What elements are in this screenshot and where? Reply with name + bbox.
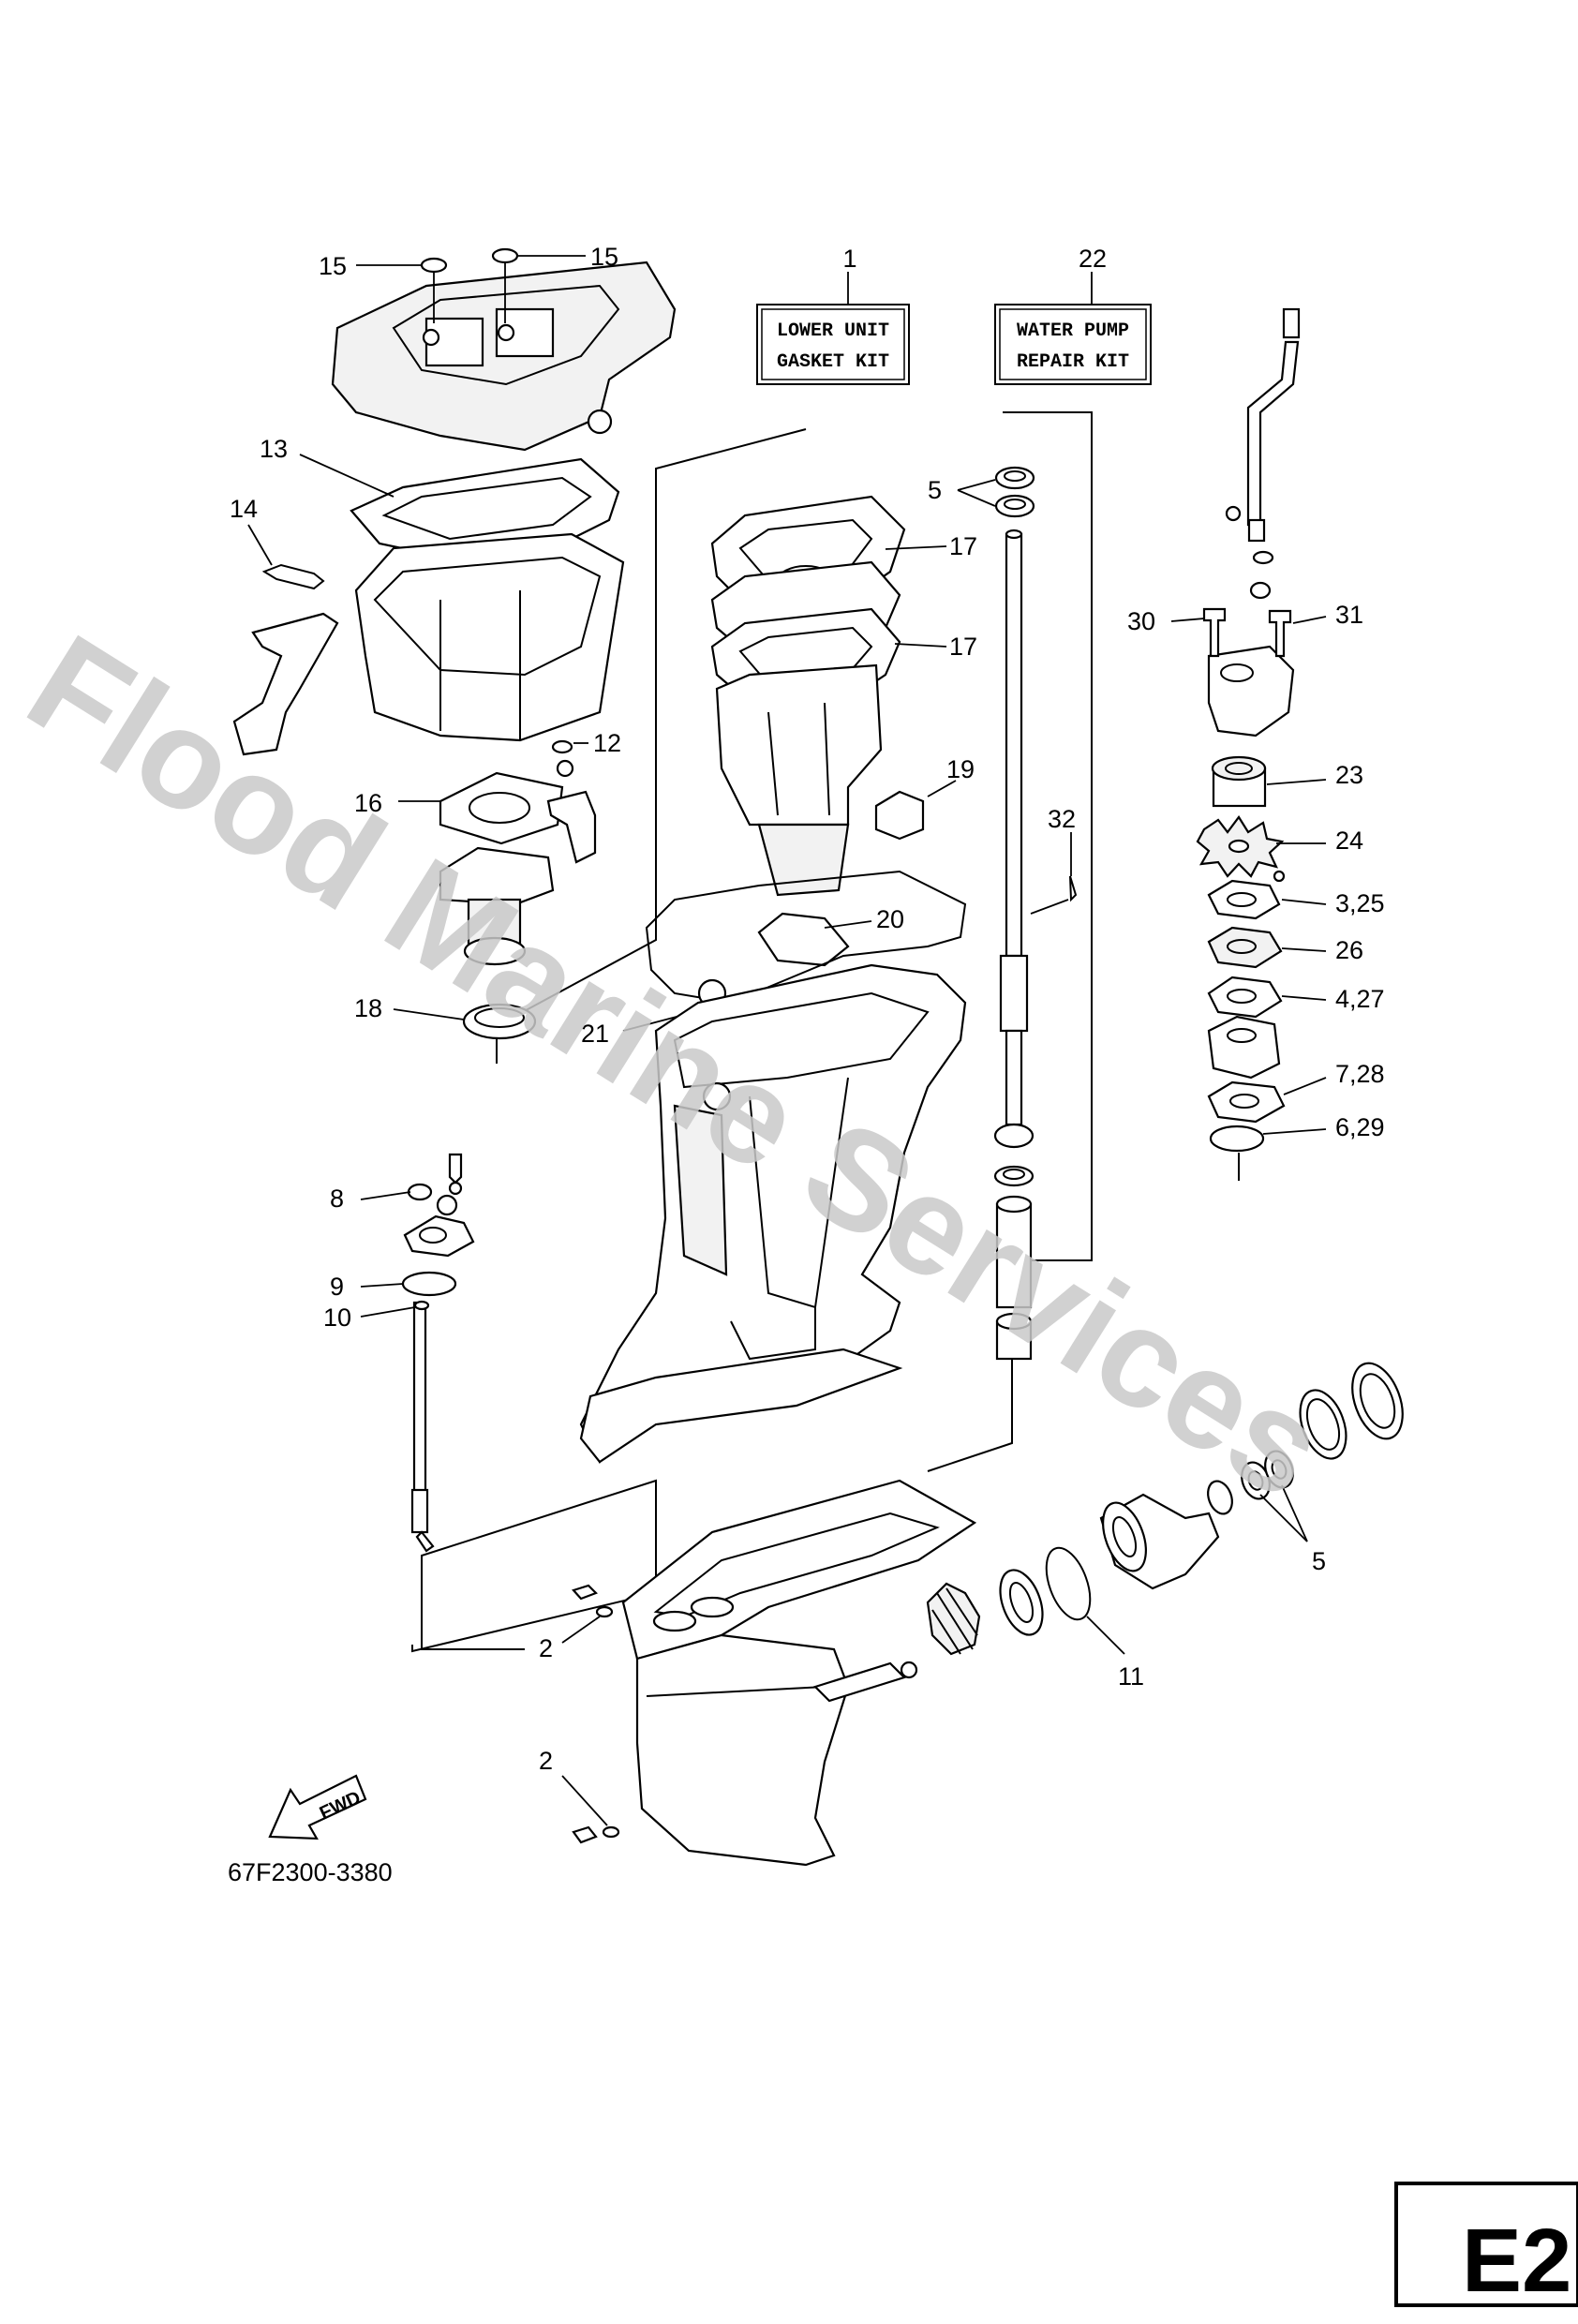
gasket-7-28 (1207, 1080, 1286, 1124)
callout-5-top: 5 (928, 476, 942, 504)
callout-22: 22 (1079, 245, 1107, 273)
gasket-3-25 (1207, 879, 1281, 920)
impeller-24 (1196, 815, 1285, 878)
water-tube-part (1225, 307, 1301, 600)
exhaust-housing-part (715, 663, 883, 897)
callout-31: 31 (1335, 601, 1363, 629)
fwd-arrow-icon: FWD (268, 1774, 367, 1840)
pin-32 (1069, 875, 1078, 902)
o-ring-6-29 (1209, 1125, 1265, 1153)
callout-13: 13 (260, 435, 288, 463)
water-pump-housing-part (1207, 645, 1295, 737)
exhaust-guide-part (331, 261, 677, 452)
callout-8: 8 (330, 1184, 344, 1213)
callout-20: 20 (876, 905, 904, 933)
oil-pan-part (354, 532, 625, 742)
gasket-16 (439, 771, 564, 845)
o-ring-15b (491, 247, 519, 264)
page-code-box: E2 (1394, 2182, 1578, 2311)
o-ring-11 (1045, 1546, 1092, 1621)
bearing-seals-5-bottom (1207, 1450, 1294, 1515)
exhaust-manifold-part (439, 846, 555, 966)
seal-18 (462, 1003, 537, 1040)
callout-23: 23 (1335, 761, 1363, 789)
callout-1: 1 (842, 245, 856, 273)
oil-strainer-part (232, 612, 339, 756)
callout-17-top: 17 (949, 532, 977, 560)
gasket-20 (757, 912, 850, 967)
o-ring-9 (401, 1271, 457, 1297)
callout-15-right: 15 (590, 243, 618, 271)
drawing-number: 67F2300-3380 (228, 1858, 393, 1886)
callout-30: 30 (1127, 607, 1155, 635)
outer-plate-26 (1207, 926, 1283, 969)
bearing-part (999, 1569, 1044, 1636)
lower-unit-kit-line1: LOWER UNIT (777, 320, 889, 342)
callout-2-lower: 2 (539, 1747, 553, 1775)
callout-17-bottom: 17 (949, 633, 977, 661)
callout-14: 14 (230, 495, 258, 523)
callout-24: 24 (1335, 827, 1363, 855)
callout-26: 26 (1335, 936, 1363, 964)
drive-shaft-part (999, 529, 1029, 1126)
insert-cartridge-23 (1211, 755, 1267, 808)
callout-3-25: 3,25 (1335, 889, 1385, 917)
page-code: E2 (1462, 2211, 1571, 2311)
callout-16: 16 (354, 789, 382, 817)
gasket-4-27 (1207, 976, 1283, 1019)
bolt-31 (1268, 609, 1292, 658)
shaft-bearings-part (993, 1123, 1035, 1361)
washer-8 (407, 1183, 433, 1201)
drain-screw-2a (572, 1584, 614, 1618)
callout-32: 32 (1048, 805, 1076, 833)
callout-10: 10 (323, 1304, 351, 1332)
water-pump-repair-kit-box: WATER PUMP REPAIR KIT (994, 304, 1152, 385)
callout-12: 12 (593, 729, 621, 757)
callout-11: 11 (1118, 1662, 1144, 1691)
callout-21: 21 (581, 1020, 609, 1048)
callout-5-bottom: 5 (1312, 1547, 1326, 1575)
callout-18: 18 (354, 994, 382, 1022)
callout-15-left: 15 (319, 252, 347, 280)
callout-2-upper: 2 (539, 1634, 553, 1662)
lower-casing-part (621, 1479, 977, 1867)
callout-4-27: 4,27 (1335, 985, 1385, 1013)
o-ring-15a (420, 257, 448, 274)
water-pump-kit-line1: WATER PUMP (1017, 320, 1129, 342)
callout-19: 19 (946, 755, 975, 783)
prop-shaft-housing-part (1099, 1493, 1220, 1590)
pump-base-part (1207, 1015, 1281, 1080)
ring-nut-part (1299, 1362, 1404, 1460)
o-ring-12 (551, 739, 573, 754)
drain-screw-2b (572, 1825, 620, 1844)
callout-6-29: 6,29 (1335, 1113, 1385, 1141)
lower-unit-gasket-kit-box: LOWER UNIT GASKET KIT (756, 304, 910, 385)
callout-9: 9 (330, 1273, 344, 1301)
callout-7-28: 7,28 (1335, 1060, 1385, 1088)
bearing-5-top (994, 466, 1035, 518)
upper-casing-part (579, 963, 967, 1464)
water-pump-kit-line2: REPAIR KIT (1017, 351, 1129, 373)
o-ring-10 (413, 1300, 430, 1311)
bolt-30 (1202, 607, 1227, 658)
seal-19 (874, 790, 925, 841)
gasket-21 (645, 870, 967, 1005)
forward-gear-part (926, 1582, 981, 1656)
lower-unit-kit-line2: GASKET KIT (777, 351, 889, 373)
gasket-14 (261, 563, 325, 590)
shift-rod-part (403, 1153, 475, 1553)
